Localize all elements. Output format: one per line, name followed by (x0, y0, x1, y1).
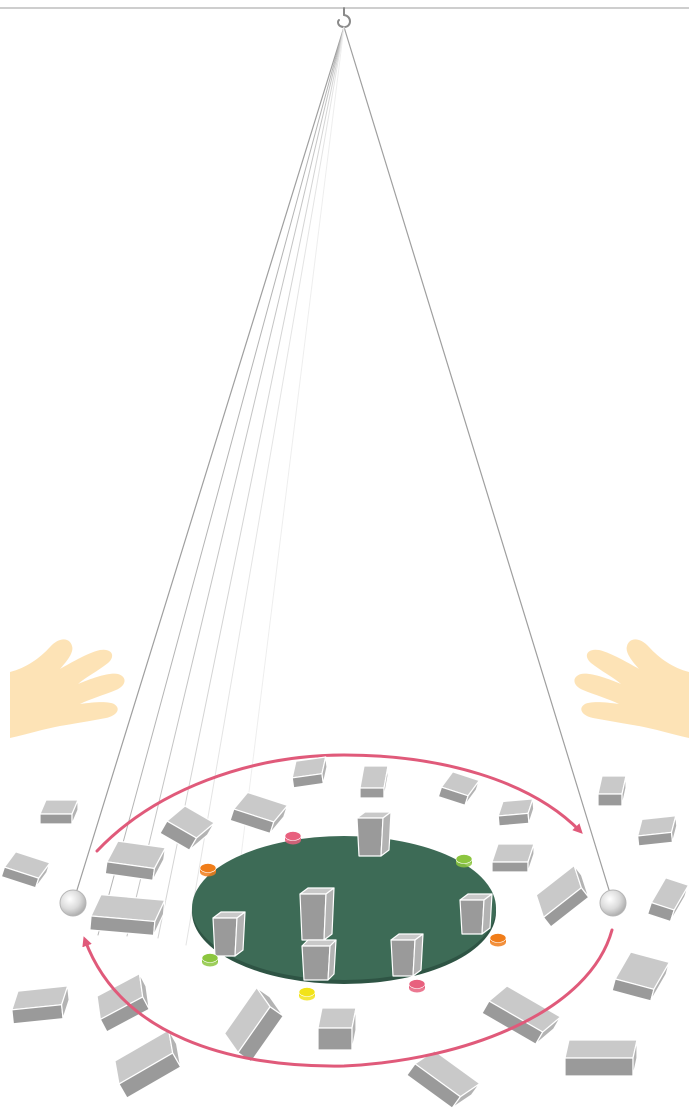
stone (291, 756, 328, 789)
rotating-table (192, 836, 496, 984)
stone (114, 1029, 182, 1099)
marker-puck (199, 863, 217, 877)
stone (437, 771, 480, 806)
pendulum-string-ghost (97, 26, 345, 936)
standing-stone (299, 887, 335, 941)
stone (359, 765, 389, 799)
hand-icon (10, 639, 125, 738)
stone (229, 791, 289, 835)
stone (223, 986, 284, 1063)
stone (611, 951, 670, 1002)
pendulum-strings (72, 26, 614, 946)
standing-stone (459, 893, 493, 935)
stone (647, 877, 689, 923)
stone (597, 775, 627, 807)
stone (481, 985, 562, 1045)
stone (497, 798, 535, 827)
stone (11, 985, 70, 1025)
stone (89, 894, 166, 937)
stone (406, 1050, 481, 1109)
marker-puck (298, 987, 316, 1001)
pendulum-string (343, 26, 614, 904)
stone (104, 840, 167, 881)
pendulum-string-ghost (185, 26, 345, 946)
hand-icon (574, 639, 689, 738)
marker-puck (408, 979, 426, 993)
stone (159, 805, 215, 851)
pendulum-bob-icon (59, 889, 87, 917)
marker-puck (201, 953, 219, 967)
stone (491, 843, 535, 873)
stone (637, 815, 678, 847)
pendulum-bob-icon (599, 889, 627, 917)
pendulum-string-ghost (126, 26, 345, 937)
standing-stone (301, 939, 337, 981)
standing-stone (390, 933, 424, 977)
stone (0, 851, 51, 889)
standing-stone (356, 811, 392, 857)
rotation-arrow-icon (95, 753, 583, 853)
stone (564, 1039, 638, 1077)
marker-puck (284, 831, 302, 845)
standing-stone (212, 911, 246, 957)
hook-icon (337, 7, 351, 29)
pendulum-string-ghost (229, 26, 345, 946)
marker-puck (455, 854, 473, 868)
stone (39, 799, 79, 825)
rotation-arrow-icon (82, 928, 614, 1068)
pendulum-string (72, 26, 345, 904)
marker-puck (489, 933, 507, 947)
stone (96, 973, 150, 1033)
stone (317, 1007, 357, 1051)
stone (535, 864, 590, 928)
